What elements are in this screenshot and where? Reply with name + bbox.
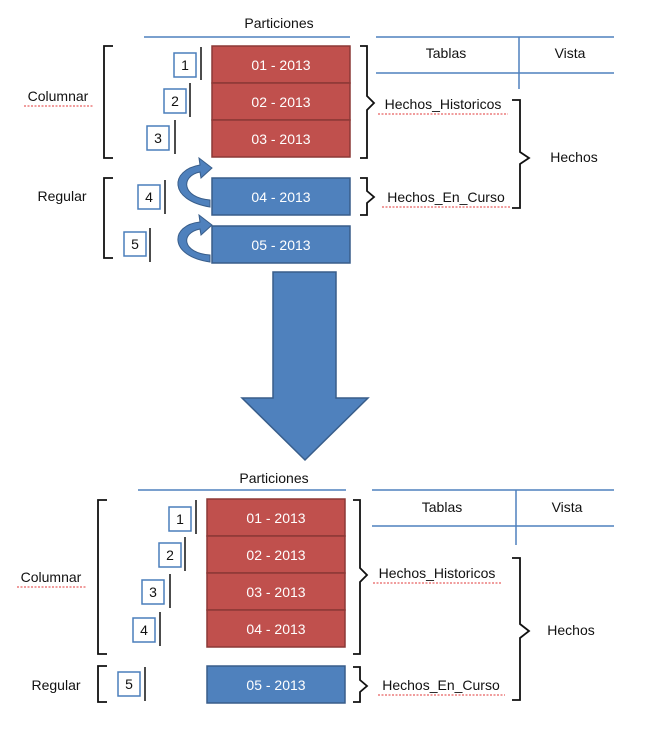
curved-arrow-icon xyxy=(177,156,213,208)
bottom-number-4: 4 xyxy=(140,622,148,638)
bottom-number-box-2 xyxy=(158,542,182,568)
top-table-header-tables: Tablas xyxy=(426,45,466,61)
bottom-section: Particiones 01 - 2013 02 - 2013 03 - 201… xyxy=(17,470,614,704)
bottom-number-boxes: 1 2 3 4 5 xyxy=(117,500,197,701)
top-number-box-3 xyxy=(146,125,170,151)
top-number-5: 5 xyxy=(131,236,139,252)
bottom-regular-bracket xyxy=(97,665,107,703)
top-partition-04-label: 04 - 2013 xyxy=(251,189,310,205)
bottom-partition-04-label: 04 - 2013 xyxy=(246,621,305,637)
bottom-group-regular: Regular xyxy=(31,677,80,693)
bottom-view-name: Hechos xyxy=(547,622,594,638)
down-arrow-icon xyxy=(240,271,370,462)
top-partition-04 xyxy=(211,177,351,216)
bottom-partition-03 xyxy=(206,572,346,611)
bottom-partition-05 xyxy=(206,665,346,704)
bottom-partition-01 xyxy=(206,498,346,537)
top-view-name: Hechos xyxy=(550,149,597,165)
top-number-box-1 xyxy=(173,52,197,78)
bottom-table-historic: Hechos_Historicos xyxy=(379,565,496,581)
bottom-partitions-header: Particiones xyxy=(239,470,308,486)
top-partition-03 xyxy=(211,119,351,158)
top-columnar-bracket xyxy=(103,45,113,159)
bottom-historic-brace xyxy=(353,499,369,655)
bottom-number-box-3 xyxy=(141,579,165,605)
bottom-view-brace xyxy=(512,557,531,701)
top-section: Particiones 01 - 2013 02 - 2013 03 - 201… xyxy=(24,15,614,264)
top-number-4: 4 xyxy=(145,189,153,205)
top-number-3: 3 xyxy=(154,130,162,146)
top-number-box-2 xyxy=(163,88,187,114)
bottom-partition-01-label: 01 - 2013 xyxy=(246,510,305,526)
bottom-table-header-tables: Tablas xyxy=(422,499,462,515)
top-partition-02 xyxy=(211,82,351,121)
bottom-number-1: 1 xyxy=(176,511,184,527)
top-table-historic: Hechos_Historicos xyxy=(385,96,502,112)
top-table-current: Hechos_En_Curso xyxy=(387,189,505,205)
bottom-partition-04 xyxy=(206,609,346,648)
bottom-table-current: Hechos_En_Curso xyxy=(382,677,500,693)
top-partitions-header: Particiones xyxy=(244,15,313,31)
bottom-number-box-4 xyxy=(132,617,156,643)
bottom-partition-02-label: 02 - 2013 xyxy=(246,547,305,563)
top-group-columnar: Columnar xyxy=(28,88,89,104)
top-number-box-4 xyxy=(137,184,161,210)
top-number-2: 2 xyxy=(171,93,179,109)
bottom-number-2: 2 xyxy=(166,547,174,563)
bottom-number-5: 5 xyxy=(125,676,133,692)
top-number-boxes: 1 2 3 4 5 xyxy=(123,47,202,262)
top-partition-05-label: 05 - 2013 xyxy=(251,237,310,253)
top-historic-brace xyxy=(360,45,376,159)
bottom-partition-02 xyxy=(206,535,346,574)
bottom-current-brace xyxy=(353,666,369,703)
bottom-number-3: 3 xyxy=(149,584,157,600)
top-partition-03-label: 03 - 2013 xyxy=(251,131,310,147)
top-partition-01-label: 01 - 2013 xyxy=(251,57,310,73)
bottom-columnar-bracket xyxy=(97,499,107,655)
curved-arrow-icon xyxy=(177,213,213,263)
top-number-box-5 xyxy=(123,231,147,257)
top-partition-02-label: 02 - 2013 xyxy=(251,94,310,110)
top-partition-05 xyxy=(211,225,351,264)
bottom-partition-03-label: 03 - 2013 xyxy=(246,584,305,600)
top-curved-arrows xyxy=(177,156,213,263)
bottom-partition-05-label: 05 - 2013 xyxy=(246,677,305,693)
bottom-number-box-1 xyxy=(168,506,192,532)
bottom-group-columnar: Columnar xyxy=(21,569,82,585)
top-number-1: 1 xyxy=(181,57,189,73)
bottom-number-box-5 xyxy=(117,671,141,697)
top-view-brace xyxy=(512,99,531,209)
top-regular-bracket xyxy=(103,177,113,259)
top-group-regular: Regular xyxy=(37,188,86,204)
bottom-table-header-view: Vista xyxy=(552,499,583,515)
top-table-header-view: Vista xyxy=(555,45,586,61)
top-current-brace xyxy=(360,177,376,216)
